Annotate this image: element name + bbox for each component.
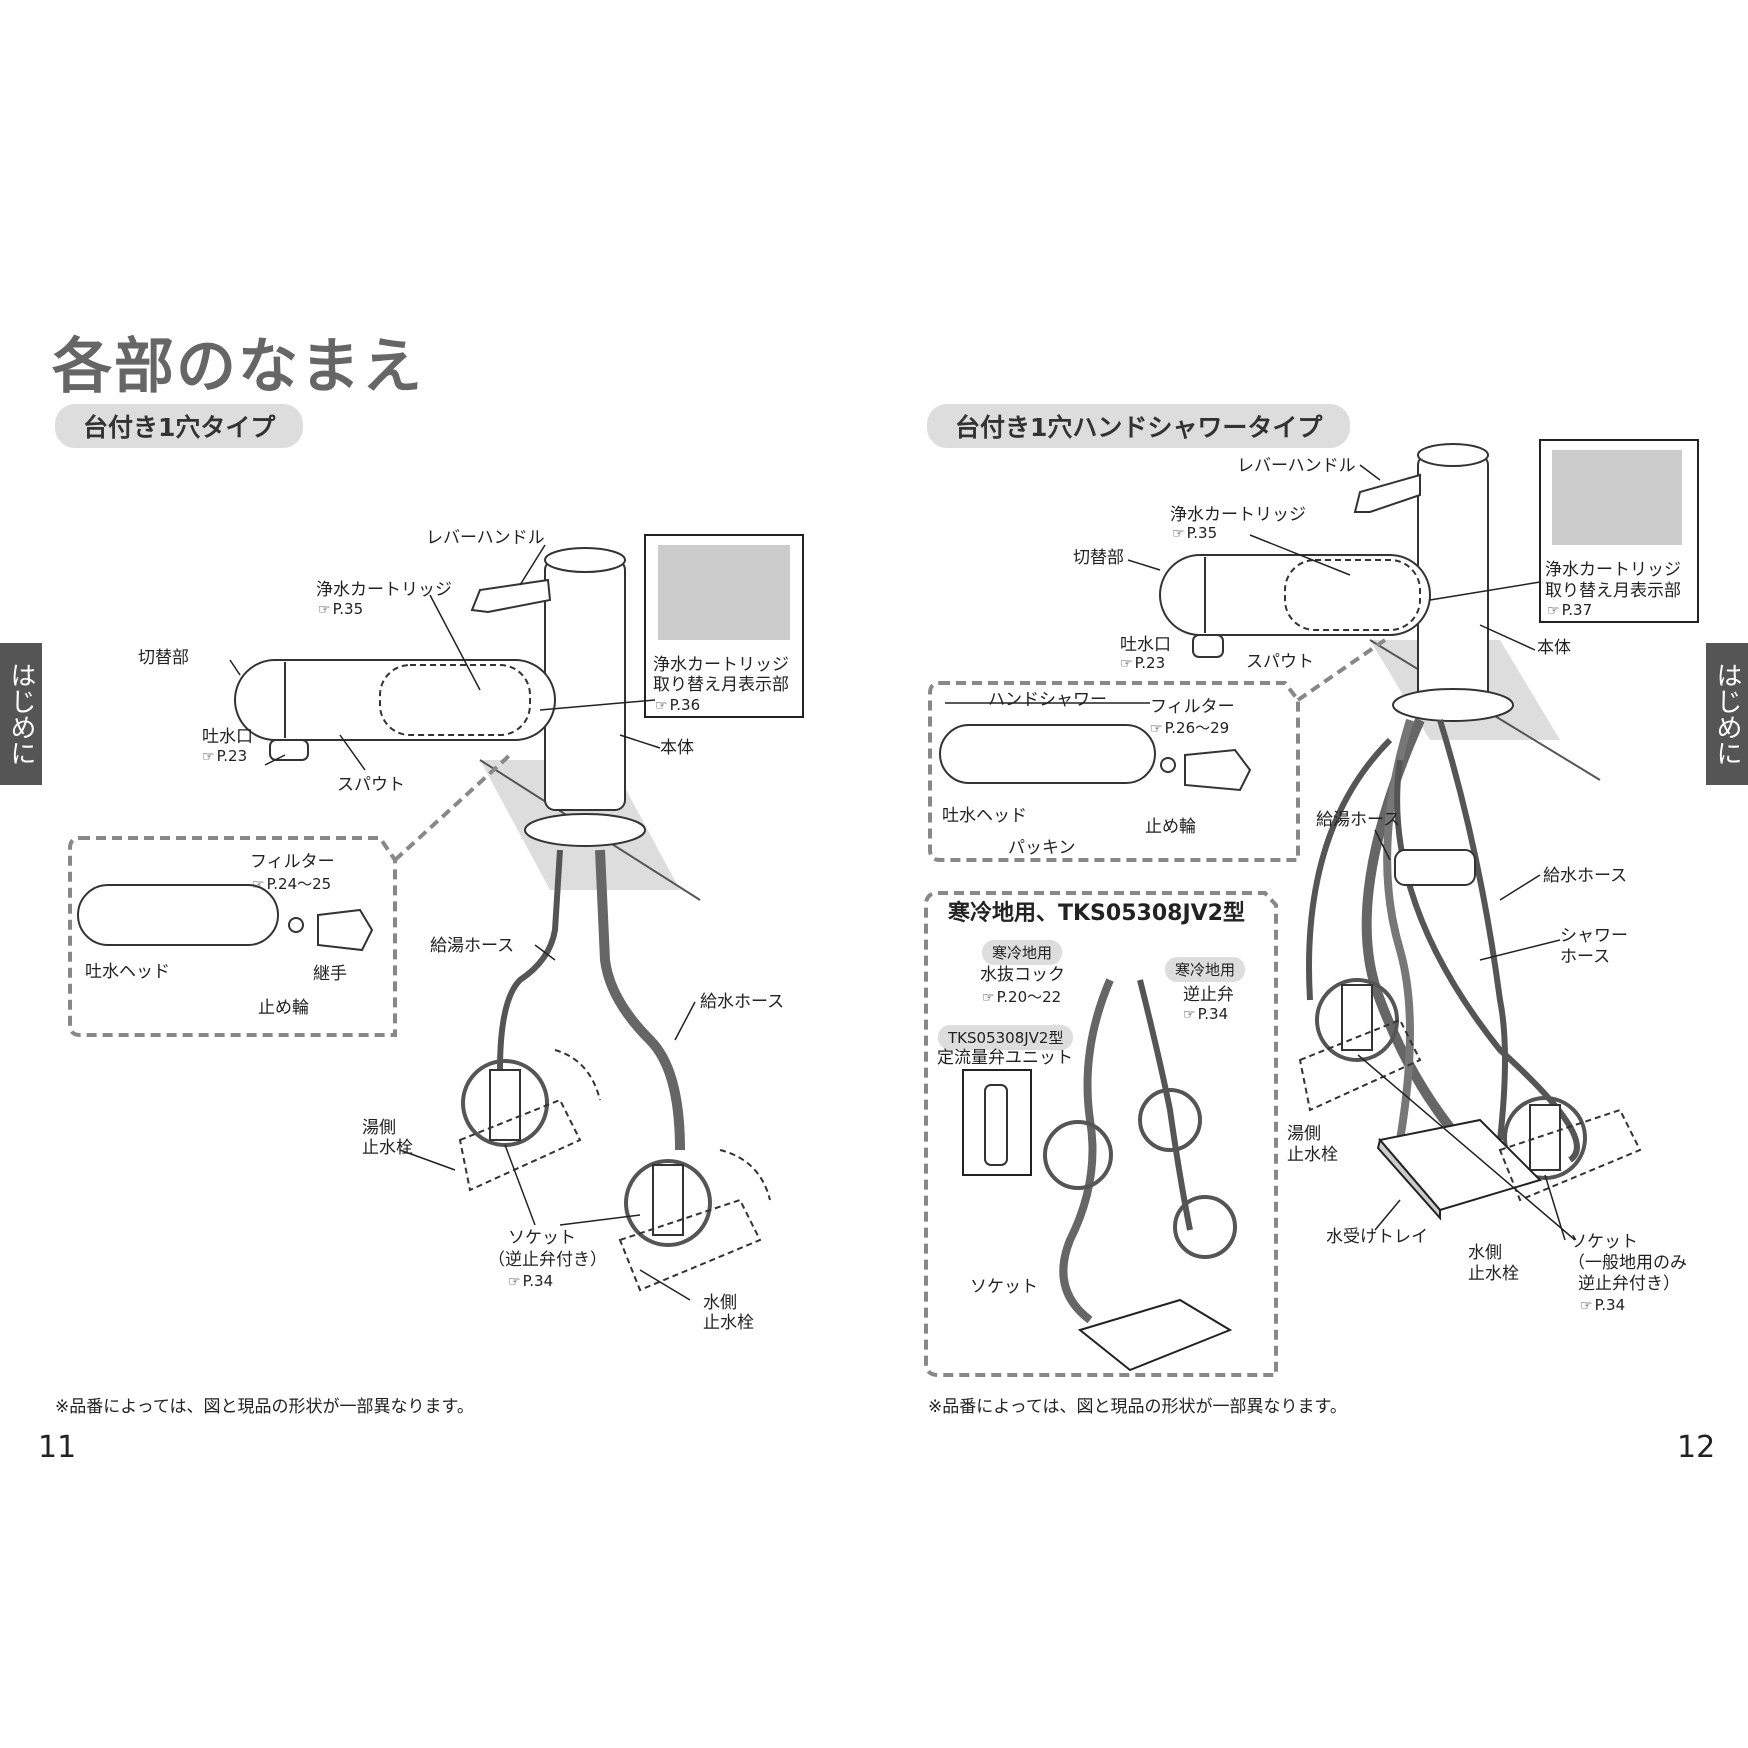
label-hot-valve-left-2: 止水栓 bbox=[362, 1138, 413, 1158]
label-socket-left-2: （逆止弁付き） bbox=[488, 1250, 607, 1270]
label-spout-right: スパウト bbox=[1246, 652, 1314, 672]
label-check-valve: 逆止弁 bbox=[1183, 985, 1234, 1005]
label-socket-right-3: 逆止弁付き） bbox=[1578, 1274, 1680, 1294]
label-indicator-right-1: 浄水カートリッジ bbox=[1545, 560, 1681, 580]
side-tab-right[interactable]: はじめに bbox=[1706, 643, 1748, 785]
pointing-hand-icon: ☞ bbox=[508, 1274, 521, 1290]
pointing-hand-icon: ☞ bbox=[1183, 1007, 1196, 1023]
label-hot-valve-left-1: 湯側 bbox=[362, 1118, 396, 1138]
note-right: ※品番によっては、図と現品の形状が一部異なります。 bbox=[928, 1397, 1347, 1417]
label-hot-valve-right-1: 湯側 bbox=[1287, 1124, 1321, 1144]
ref-check-valve: ☞P.34 bbox=[1183, 1005, 1229, 1023]
page-title: 各部のなまえ bbox=[52, 332, 424, 402]
label-cold-hose-left: 給水ホース bbox=[700, 992, 785, 1012]
ref-outlet-right: ☞P.23 bbox=[1120, 654, 1166, 672]
label-lever-right: レバーハンドル bbox=[1237, 456, 1356, 476]
label-shower-hose-2: ホース bbox=[1560, 947, 1611, 967]
label-packing: パッキン bbox=[1008, 838, 1076, 858]
label-head-left: 吐水ヘッド bbox=[85, 962, 170, 982]
label-socket-right-1: ソケット bbox=[1570, 1232, 1638, 1252]
label-hot-valve-right-2: 止水栓 bbox=[1287, 1145, 1338, 1165]
ref-cartridge-right: ☞P.35 bbox=[1172, 524, 1218, 542]
ref-indicator-left: ☞P.36 bbox=[655, 696, 701, 714]
label-indicator-left-1: 浄水カートリッジ bbox=[653, 655, 789, 675]
tag-cold-2: 寒冷地用 bbox=[1165, 957, 1246, 982]
label-outlet-left: 吐水口 bbox=[202, 727, 253, 747]
label-body-left: 本体 bbox=[660, 738, 694, 758]
label-cold-valve-left-1: 水側 bbox=[703, 1293, 737, 1313]
pointing-hand-icon: ☞ bbox=[982, 990, 995, 1006]
label-drain-cock: 水抜コック bbox=[980, 965, 1065, 985]
section-title-right: 台付き1穴ハンドシャワータイプ bbox=[927, 404, 1351, 448]
label-cold-valve-left-2: 止水栓 bbox=[703, 1313, 754, 1333]
label-tray: 水受けトレイ bbox=[1326, 1227, 1428, 1247]
label-hot-hose-right: 給湯ホース bbox=[1316, 810, 1401, 830]
section-title-left: 台付き1穴タイプ bbox=[55, 404, 304, 448]
label-body-right: 本体 bbox=[1537, 638, 1571, 658]
label-socket-right-2: （一般地用のみ bbox=[1568, 1253, 1687, 1273]
label-filter-left: フィルター bbox=[250, 852, 335, 872]
ref-socket-left: ☞P.34 bbox=[508, 1272, 554, 1290]
label-socket-cold: ソケット bbox=[970, 1277, 1038, 1297]
label-hand-shower: ハンドシャワー bbox=[988, 690, 1107, 710]
label-spout-left: スパウト bbox=[337, 775, 405, 795]
label-indicator-left-2: 取り替え月表示部 bbox=[653, 675, 789, 695]
tag-model: TKS05308JV2型 bbox=[938, 1025, 1074, 1050]
pointing-hand-icon: ☞ bbox=[1580, 1298, 1593, 1314]
pointing-hand-icon: ☞ bbox=[318, 602, 331, 618]
label-shower-hose-1: シャワー bbox=[1560, 926, 1628, 946]
pointing-hand-icon: ☞ bbox=[655, 698, 668, 714]
pointing-hand-icon: ☞ bbox=[202, 749, 215, 765]
ref-outlet-left: ☞P.23 bbox=[202, 747, 248, 765]
ref-cartridge-left: ☞P.35 bbox=[318, 600, 364, 618]
label-indicator-right-2: 取り替え月表示部 bbox=[1545, 581, 1681, 601]
label-cartridge-left: 浄水カートリッジ bbox=[316, 580, 452, 600]
label-ring-right: 止め輪 bbox=[1145, 817, 1196, 837]
label-hot-hose-left: 給湯ホース bbox=[430, 936, 515, 956]
label-cold-hose-right: 給水ホース bbox=[1543, 866, 1628, 886]
label-joint-left: 継手 bbox=[313, 964, 347, 984]
label-cold-valve-right-2: 止水栓 bbox=[1468, 1264, 1519, 1284]
ref-indicator-right: ☞P.37 bbox=[1547, 601, 1593, 619]
pointing-hand-icon: ☞ bbox=[1547, 603, 1560, 619]
label-socket-left-1: ソケット bbox=[508, 1228, 576, 1248]
ref-socket-right: ☞P.34 bbox=[1580, 1296, 1626, 1314]
pointing-hand-icon: ☞ bbox=[1172, 526, 1185, 542]
label-ring-left: 止め輪 bbox=[258, 998, 309, 1018]
label-cartridge-right: 浄水カートリッジ bbox=[1170, 505, 1306, 525]
side-tab-left[interactable]: はじめに bbox=[0, 643, 42, 785]
pointing-hand-icon: ☞ bbox=[1120, 656, 1133, 672]
pointing-hand-icon: ☞ bbox=[1150, 721, 1163, 737]
label-outlet-right: 吐水口 bbox=[1120, 635, 1171, 655]
label-cold-valve-right-1: 水側 bbox=[1468, 1243, 1502, 1263]
page-number-right: 12 bbox=[1677, 1430, 1716, 1465]
ref-filter-left: ☞P.24〜25 bbox=[252, 875, 332, 893]
pointing-hand-icon: ☞ bbox=[252, 877, 265, 893]
ref-filter-right: ☞P.26〜29 bbox=[1150, 719, 1230, 737]
page-number-left: 11 bbox=[38, 1430, 77, 1465]
label-filter-right: フィルター bbox=[1150, 697, 1235, 717]
cold-region-title: 寒冷地用、TKS05308JV2型 bbox=[940, 895, 1253, 927]
ref-drain-cock: ☞P.20〜22 bbox=[982, 988, 1062, 1006]
label-lever-left: レバーハンドル bbox=[426, 528, 545, 548]
label-switch-left: 切替部 bbox=[138, 648, 189, 668]
label-switch-right: 切替部 bbox=[1073, 548, 1124, 568]
tag-cold-1: 寒冷地用 bbox=[982, 940, 1063, 965]
label-flow-unit: 定流量弁ユニット bbox=[937, 1048, 1073, 1068]
label-head-right: 吐水ヘッド bbox=[942, 806, 1027, 826]
note-left: ※品番によっては、図と現品の形状が一部異なります。 bbox=[55, 1397, 474, 1417]
